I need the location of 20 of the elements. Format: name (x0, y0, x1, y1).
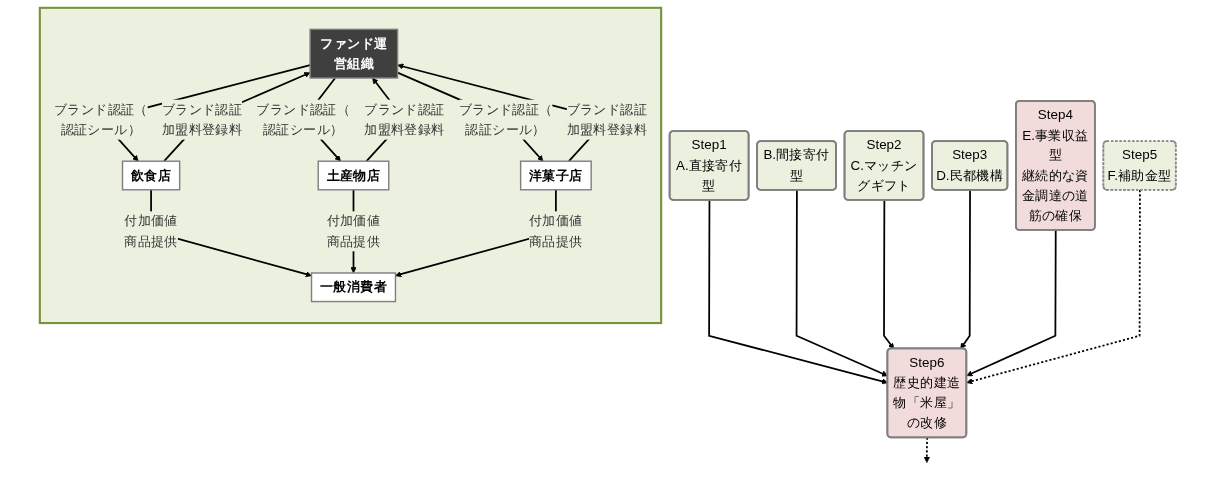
edge-label: ブランド認証（認証シール） (256, 101, 351, 137)
arrow (923, 436, 931, 463)
arrow (966, 189, 1141, 385)
cluster (38, 6, 663, 325)
arrow (883, 199, 895, 350)
edge-label: ブランド認証加盟料登録料 (364, 101, 445, 137)
node-box: 一般消費者 (311, 272, 397, 303)
edge-label: 付加価値商品提供 (529, 213, 583, 249)
edge-label: ブランド認証加盟料登録料 (566, 101, 648, 137)
edge-label: 付加価値商品提供 (326, 213, 381, 249)
node-box: 洋菓子店 (520, 160, 593, 191)
node-box: 土産物店 (317, 160, 390, 191)
edge-label: 付加価値商品提供 (124, 213, 179, 249)
edge-label: ブランド認証（認証シール） (54, 101, 148, 137)
edge-label: ブランド認証（認証シール） (458, 101, 553, 137)
edge-label: ブランド認証加盟料登録料 (162, 101, 243, 137)
arrow (966, 229, 1057, 377)
node-box: ファンド運営組織 (309, 28, 399, 79)
node-box: 飲食店 (122, 160, 181, 191)
arrow (960, 189, 972, 350)
